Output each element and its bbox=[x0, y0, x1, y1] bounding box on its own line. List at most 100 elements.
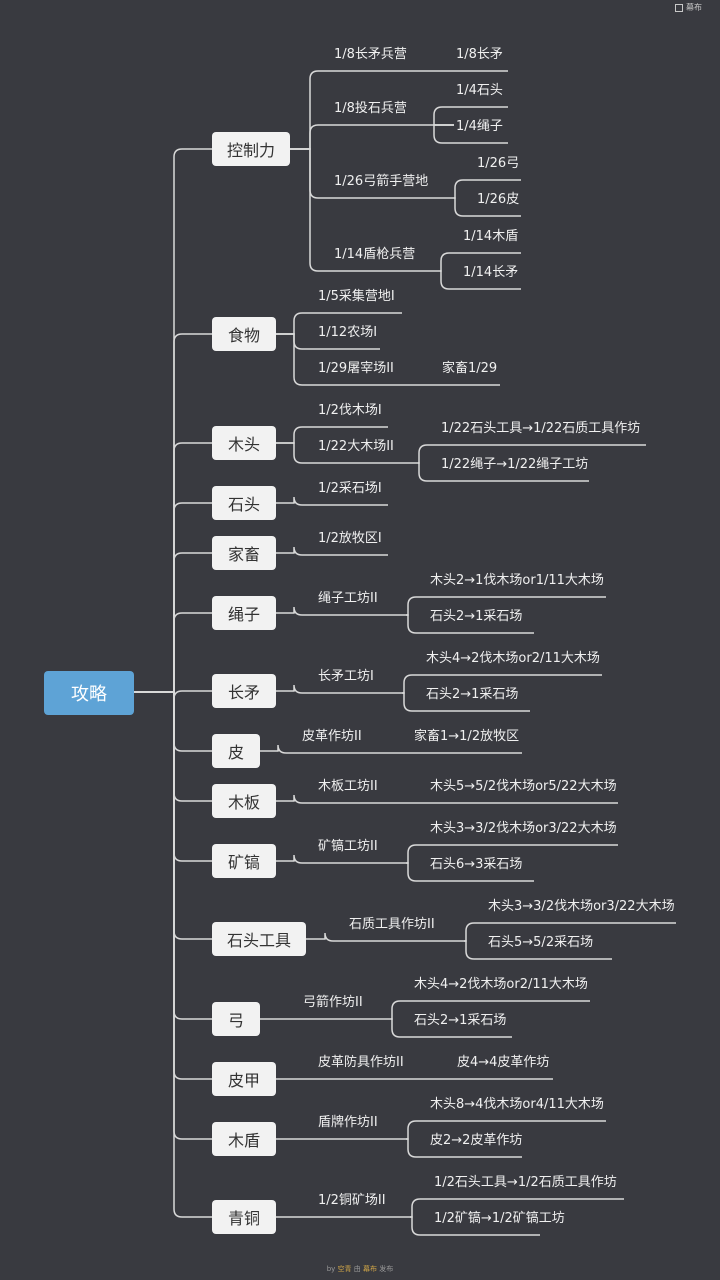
detail-label[interactable]: 1/4绳子 bbox=[456, 119, 503, 134]
detail-label[interactable]: 木头4→2伐木场or2/11大木场 bbox=[426, 651, 600, 666]
category-node[interactable]: 木盾 bbox=[212, 1122, 276, 1156]
item-label[interactable]: 1/5采集营地I bbox=[318, 289, 395, 304]
item-label[interactable]: 皮革防具作坊II bbox=[318, 1055, 404, 1070]
item-to-detail-connector bbox=[418, 444, 646, 464]
detail-label[interactable]: 皮4→4皮革作坊 bbox=[457, 1055, 550, 1070]
item-to-detail-connector bbox=[410, 1198, 624, 1218]
detail-label[interactable]: 石头2→1采石场 bbox=[430, 609, 523, 624]
item-label[interactable]: 皮革作坊II bbox=[302, 729, 362, 744]
category-label: 青铜 bbox=[227, 1209, 260, 1228]
detail-label[interactable]: 1/26弓 bbox=[477, 156, 520, 171]
category-label: 木板 bbox=[227, 793, 260, 812]
category-node[interactable]: 绳子 bbox=[212, 596, 276, 630]
detail-label[interactable]: 石头5→5/2采石场 bbox=[488, 935, 594, 950]
root-to-category-connector bbox=[134, 502, 212, 693]
category-node[interactable]: 长矛 bbox=[212, 674, 276, 708]
root-label: 攻略 bbox=[71, 684, 107, 705]
detail-label[interactable]: 1/2石头工具→1/2石质工具作坊 bbox=[434, 1175, 617, 1190]
root-to-category-connector bbox=[134, 691, 212, 940]
detail-label[interactable]: 1/22绳子→1/22绳子工坊 bbox=[441, 457, 589, 472]
detail-label[interactable]: 石头2→1采石场 bbox=[426, 687, 519, 702]
item-to-detail-connector bbox=[464, 922, 676, 942]
category-label: 皮 bbox=[227, 743, 244, 762]
detail-label[interactable]: 1/4石头 bbox=[456, 83, 503, 98]
root-to-category-connector bbox=[134, 691, 212, 1140]
footer-published: 发布 bbox=[379, 1265, 394, 1273]
root-node[interactable]: 攻略 bbox=[44, 671, 134, 715]
category-to-item-connector bbox=[276, 606, 406, 616]
item-label[interactable]: 盾牌作坊II bbox=[318, 1115, 378, 1130]
item-label[interactable]: 弓箭作坊II bbox=[303, 995, 363, 1010]
detail-label[interactable]: 木头3→3/2伐木场or3/22大木场 bbox=[488, 899, 675, 914]
item-label[interactable]: 矿镐工坊II bbox=[318, 839, 378, 854]
item-label[interactable]: 1/2放牧区I bbox=[318, 531, 382, 546]
item-to-detail-connector bbox=[464, 940, 612, 960]
detail-label[interactable]: 石头6→3采石场 bbox=[430, 857, 523, 872]
category-node[interactable]: 石头工具 bbox=[212, 922, 306, 956]
category-node[interactable]: 食物 bbox=[212, 317, 276, 351]
footer-app[interactable]: 幕布 bbox=[363, 1265, 378, 1273]
detail-label[interactable]: 木头3→3/2伐木场or3/22大木场 bbox=[430, 821, 617, 836]
detail-label[interactable]: 1/8长矛 bbox=[456, 47, 503, 62]
category-label: 绳子 bbox=[227, 605, 260, 624]
item-label[interactable]: 1/2铜矿场II bbox=[318, 1193, 386, 1208]
item-label[interactable]: 1/22大木场II bbox=[318, 439, 394, 454]
category-node[interactable]: 石头 bbox=[212, 486, 276, 520]
category-node[interactable]: 皮甲 bbox=[212, 1062, 276, 1096]
item-label[interactable]: 1/2采石场I bbox=[318, 481, 382, 496]
category-to-item-connector bbox=[276, 312, 402, 335]
item-to-detail-connector bbox=[406, 596, 606, 616]
detail-label[interactable]: 1/22石头工具→1/22石质工具作坊 bbox=[441, 421, 641, 436]
category-node[interactable]: 皮 bbox=[212, 734, 260, 768]
category-node[interactable]: 家畜 bbox=[212, 536, 276, 570]
item-label[interactable]: 长矛工坊I bbox=[318, 669, 374, 684]
detail-label[interactable]: 1/14长矛 bbox=[463, 265, 519, 280]
detail-label[interactable]: 1/14木盾 bbox=[463, 229, 519, 244]
detail-label[interactable]: 家畜1/29 bbox=[442, 361, 498, 376]
category-node[interactable]: 青铜 bbox=[212, 1200, 276, 1234]
detail-label[interactable]: 木头8→4伐木场or4/11大木场 bbox=[430, 1097, 604, 1112]
category-to-item-connector bbox=[276, 333, 420, 386]
detail-label[interactable]: 木头2→1伐木场or1/11大木场 bbox=[430, 573, 604, 588]
category-to-item-connector bbox=[276, 442, 418, 464]
detail-label[interactable]: 木头4→2伐木场or2/11大木场 bbox=[414, 977, 588, 992]
category-node[interactable]: 木头 bbox=[212, 426, 276, 460]
root-to-category-connector bbox=[134, 691, 212, 1080]
detail-label[interactable]: 家畜1→1/2放牧区 bbox=[414, 729, 520, 744]
item-to-detail-connector bbox=[391, 1018, 512, 1038]
root-to-category-connector bbox=[134, 148, 212, 693]
category-to-item-connector bbox=[290, 148, 440, 272]
detail-label[interactable]: 1/2矿镐→1/2矿镐工坊 bbox=[434, 1211, 565, 1226]
category-label: 家畜 bbox=[227, 545, 260, 564]
category-to-item-connector bbox=[290, 124, 454, 150]
category-node[interactable]: 木板 bbox=[212, 784, 276, 818]
category-label: 木头 bbox=[227, 435, 260, 454]
item-label[interactable]: 1/12农场I bbox=[318, 325, 378, 340]
category-label: 石头工具 bbox=[226, 931, 291, 950]
category-label: 石头 bbox=[227, 495, 260, 514]
item-label[interactable]: 1/29屠宰场II bbox=[318, 361, 394, 376]
item-label[interactable]: 1/26弓箭手营地 bbox=[334, 174, 429, 189]
item-label[interactable]: 1/2伐木场I bbox=[318, 403, 382, 418]
mubu-logo-icon bbox=[675, 3, 683, 12]
footer-author[interactable]: 空青 bbox=[337, 1265, 352, 1273]
category-label: 食物 bbox=[227, 326, 260, 345]
category-label: 皮甲 bbox=[227, 1071, 260, 1090]
item-to-detail-connector bbox=[440, 252, 521, 272]
detail-label[interactable]: 1/26皮 bbox=[477, 192, 520, 207]
detail-label[interactable]: 石头2→1采石场 bbox=[414, 1013, 507, 1028]
item-label[interactable]: 木板工坊II bbox=[318, 779, 378, 794]
item-to-detail-connector bbox=[406, 1138, 522, 1158]
item-label[interactable]: 1/14盾枪兵营 bbox=[334, 247, 416, 262]
item-label[interactable]: 石质工具作坊II bbox=[349, 917, 435, 932]
category-to-item-connector bbox=[276, 496, 388, 506]
item-label[interactable]: 1/8投石兵营 bbox=[334, 101, 407, 116]
category-node[interactable]: 控制力 bbox=[212, 132, 290, 166]
item-label[interactable]: 绳子工坊II bbox=[318, 591, 378, 606]
item-label[interactable]: 1/8长矛兵营 bbox=[334, 47, 407, 62]
detail-label[interactable]: 木头5→5/2伐木场or5/22大木场 bbox=[430, 779, 617, 794]
detail-label[interactable]: 皮2→2皮革作坊 bbox=[430, 1133, 523, 1148]
category-node[interactable]: 弓 bbox=[212, 1002, 260, 1036]
item-to-detail-connector bbox=[418, 462, 589, 482]
category-node[interactable]: 矿镐 bbox=[212, 844, 276, 878]
